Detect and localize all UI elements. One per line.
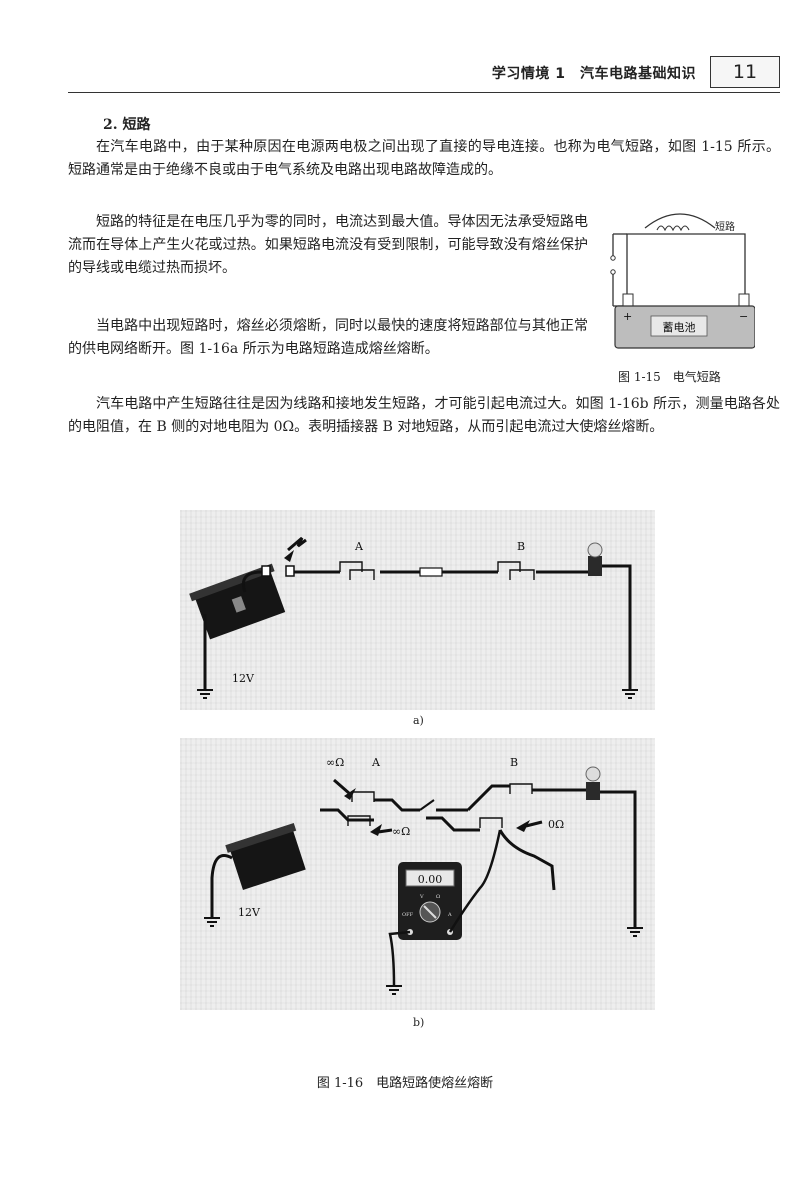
paragraph-ground-short: 汽车电路中产生短路往往是因为线路和接地发生短路，才可能引起电流过大。如图 1-1… xyxy=(68,396,780,435)
meter-off-label: OFF xyxy=(402,912,414,918)
battery-terminal-negative xyxy=(738,293,750,307)
blown-fuse-icon xyxy=(261,565,271,577)
reading-inf-top: ∞Ω xyxy=(326,756,344,769)
reading-zero: 0Ω xyxy=(548,818,564,831)
voltage-label: 12V xyxy=(232,672,255,685)
arrow-icon xyxy=(516,820,530,832)
paragraph-fuse: 当电路中出现短路时，熔丝必须熔断，同时以最快的速度将短路部位与其他正常的供电网络… xyxy=(68,318,588,357)
switch-contact-icon xyxy=(610,255,616,261)
connector-b-label: B xyxy=(510,756,518,769)
figure-1-16b-label: b) xyxy=(413,1016,425,1029)
paragraph-definition: 在汽车电路中，由于某种原因在电源两电极之间出现了直接的导电连接。也称为电气短路，… xyxy=(68,139,780,178)
figure-1-16a-circuit: 12V A B xyxy=(189,536,638,699)
figure-1-16-caption: 图 1-16 电路短路使熔丝熔断 xyxy=(316,1076,494,1091)
reading-inf-mid: ∞Ω xyxy=(392,825,410,838)
chapter-title: 学习情境 1 汽车电路基础知识 xyxy=(491,66,696,82)
switch-icon xyxy=(419,567,443,577)
figure-1-16b-circuit: 12V ∞Ω A B ∞Ω 0Ω 0.00 xyxy=(204,756,643,995)
connector-b-label: B xyxy=(517,540,525,553)
multimeter-icon: 0.00 OFF V Ω A xyxy=(398,862,462,940)
arrow-icon xyxy=(287,536,307,552)
switch-contact-icon xyxy=(610,269,616,275)
short-label: 短路 xyxy=(715,220,735,233)
meter-display: 0.00 xyxy=(418,873,443,886)
plus-sign: + xyxy=(623,310,632,323)
connector-a-label: A xyxy=(354,540,364,553)
connector-b-icon xyxy=(497,561,521,572)
section-title: 2. 短路 xyxy=(103,117,151,133)
lamp-icon xyxy=(588,556,602,576)
arrow-icon xyxy=(370,824,382,836)
lamp-icon xyxy=(586,782,600,800)
meter-ohm-label: Ω xyxy=(436,894,440,900)
figure-1-16a-photo: 12V A B xyxy=(180,510,655,710)
ground-lead xyxy=(388,930,411,987)
switch-icon xyxy=(419,799,435,811)
page-header: 学习情境 1 汽车电路基础知识 11 xyxy=(68,56,780,93)
connector-a-icon xyxy=(339,561,363,572)
connector-b-icon xyxy=(509,783,533,794)
battery-terminal-positive xyxy=(622,293,634,307)
meter-a-label: A xyxy=(447,912,452,918)
voltage-label: 12V xyxy=(238,906,261,919)
connector-a-icon xyxy=(351,791,375,802)
paragraph-characteristics: 短路的特征是在电压几乎为零的同时，电流达到最大值。导体因无法承受短路电流而在导体… xyxy=(68,214,588,276)
battery-icon xyxy=(225,822,306,890)
meter-v-label: V xyxy=(419,894,424,900)
minus-sign: − xyxy=(739,310,748,323)
short-wire xyxy=(626,233,746,294)
probe-lead xyxy=(448,829,502,933)
figure-1-15-caption: 图 1-15 电气短路 xyxy=(618,370,721,384)
battery-label: 蓄电池 xyxy=(663,321,696,334)
figure-1-16a-label: a) xyxy=(413,714,424,727)
spark-coil-icon xyxy=(656,225,690,232)
page-number: 11 xyxy=(710,56,780,88)
figure-1-16b-photo: 12V ∞Ω A B ∞Ω 0Ω 0.00 xyxy=(180,738,655,1010)
short-arc xyxy=(644,213,716,229)
connector-a-label: A xyxy=(371,756,381,769)
figure-1-15-diagram: 短路 蓄电池 + − xyxy=(610,213,755,349)
